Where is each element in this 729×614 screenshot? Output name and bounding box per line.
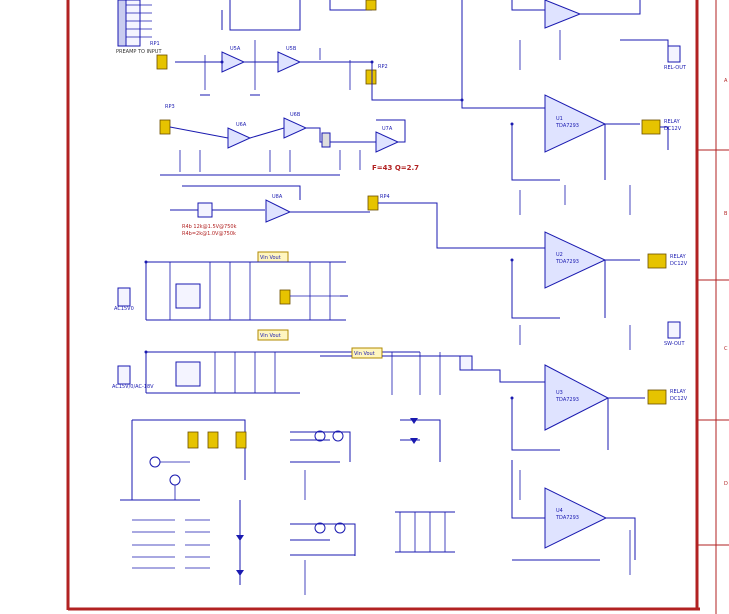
row-letter-d: D bbox=[724, 481, 728, 487]
power-amp-4: U3 TDA7293 RELAY DC12V bbox=[511, 364, 688, 451]
power-supply-2: AC15V/0/AC-18V Vin Vout bbox=[112, 347, 540, 395]
svg-text:U1: U1 bbox=[556, 116, 563, 122]
svg-text:U5A: U5A bbox=[230, 46, 241, 52]
svg-text:TDA7293: TDA7293 bbox=[555, 515, 579, 521]
row-letter-a: A bbox=[724, 78, 728, 84]
preamp-stage-3: U8A RP4 R4b 12k@1.5V@750k R4b=2k@1.0V@75… bbox=[170, 0, 500, 249]
preamp-input-label: PREAMP TO INPUT bbox=[116, 49, 162, 55]
junctions bbox=[144, 60, 514, 400]
power-amp-5: U4 TDA7293 bbox=[511, 460, 636, 575]
svg-text:U6A: U6A bbox=[236, 122, 247, 128]
svg-text:U6B: U6B bbox=[290, 112, 301, 118]
svg-text:U3: U3 bbox=[556, 390, 563, 396]
row-letter-b: B bbox=[724, 211, 728, 217]
reg2-label: Vin Vout bbox=[260, 333, 281, 339]
note-2: R4b=2k@1.0V@750k bbox=[182, 231, 236, 237]
note-1: R4b 12k@1.5V@750k bbox=[182, 224, 237, 230]
power-amp-3: U2 TDA7293 RELAY DC12V SW-OUT bbox=[500, 231, 688, 350]
power-amp-2: U1 TDA7293 RELAY DC12V bbox=[500, 94, 682, 215]
svg-text:TDA7293: TDA7293 bbox=[555, 123, 579, 129]
svg-text:U4: U4 bbox=[556, 508, 563, 514]
svg-text:U8A: U8A bbox=[272, 194, 283, 200]
relay-2-label: RELAY bbox=[670, 254, 687, 260]
preamp-stage-2: RP3 U6A U6B U7A F=43 Q=2.7 bbox=[159, 104, 419, 176]
power-supply-1: Vin Vout Vin Vout AC15V0 bbox=[114, 251, 348, 341]
svg-text:RP3: RP3 bbox=[165, 104, 175, 110]
ac-input-label-2: AC15V/0/AC-18V bbox=[112, 384, 154, 390]
filter-annotation: F=43 Q=2.7 bbox=[372, 164, 419, 172]
sheet-frame: A B C D bbox=[66, 0, 729, 614]
row-letter-c: C bbox=[724, 346, 728, 352]
svg-text:TDA7293: TDA7293 bbox=[555, 397, 579, 403]
rel-out-label: REL-OUT bbox=[664, 65, 687, 71]
cap-bank bbox=[395, 418, 455, 553]
relay-control bbox=[120, 419, 247, 501]
svg-text:RP2: RP2 bbox=[378, 64, 388, 70]
bottom-left-io bbox=[132, 500, 244, 585]
svg-text:TDA7293: TDA7293 bbox=[555, 259, 579, 265]
sw-out-label: SW-OUT bbox=[664, 341, 685, 347]
ac-input-label-1: AC15V0 bbox=[114, 306, 134, 312]
preamp-stage-1: U5A U5B RP1 RP2 bbox=[150, 0, 388, 96]
svg-text:U5B: U5B bbox=[286, 46, 297, 52]
input-header: PREAMP TO INPUT bbox=[116, 0, 162, 55]
svg-text:U2: U2 bbox=[556, 252, 563, 258]
relay-1-value: DC12V bbox=[664, 126, 682, 132]
signal-transistors bbox=[290, 430, 356, 595]
relay-2-value: DC12V bbox=[670, 261, 688, 267]
power-amp-1: REL-OUT bbox=[511, 0, 687, 71]
relay-3-value: DC12V bbox=[670, 396, 688, 402]
reg3-label: Vin Vout bbox=[354, 351, 375, 357]
svg-text:RP1: RP1 bbox=[150, 41, 160, 47]
svg-text:RP4: RP4 bbox=[380, 194, 390, 200]
relay-1-label: RELAY bbox=[664, 119, 681, 125]
reg1-label: Vin Vout bbox=[260, 255, 281, 261]
svg-text:U7A: U7A bbox=[382, 126, 393, 132]
relay-3-label: RELAY bbox=[670, 389, 687, 395]
